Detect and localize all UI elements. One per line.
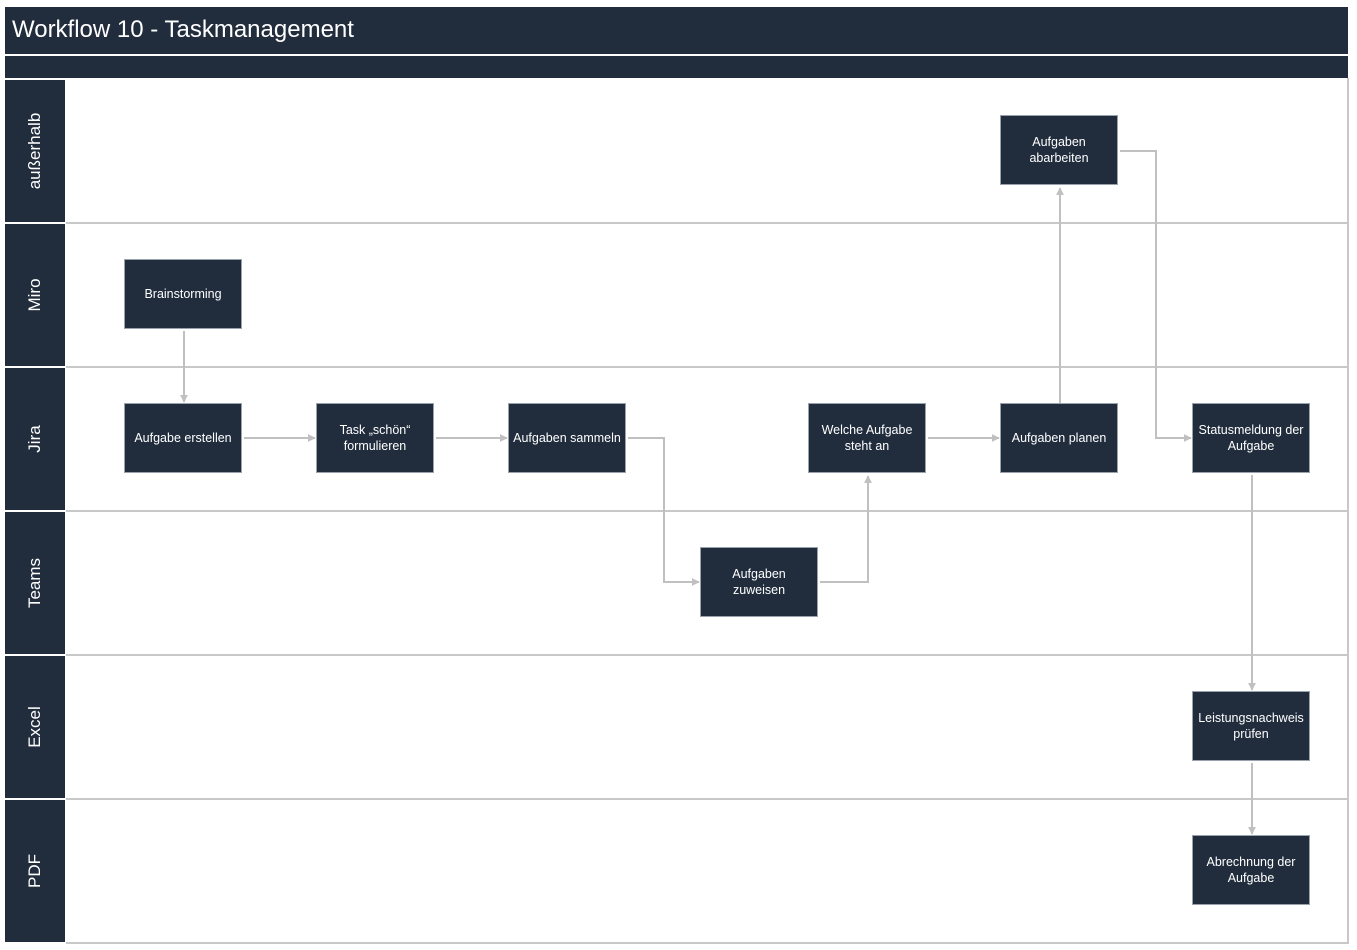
node-label: Leistungsnachweis prüfen (1198, 711, 1304, 741)
node-aufgaben-sammeln: Aufgaben sammeln (508, 403, 626, 473)
node-label: Aufgaben sammeln (513, 431, 621, 445)
node-statusmeldung-der-aufgabe: Statusmeldung der Aufgabe (1192, 403, 1310, 473)
header-sub-bar (5, 56, 1348, 78)
node-aufgabe-erstellen: Aufgabe erstellen (124, 403, 242, 473)
node-label: Aufgaben zuweisen (732, 567, 786, 597)
node-label: Aufgaben abarbeiten (1029, 135, 1089, 165)
node-label: Aufgabe erstellen (134, 431, 232, 445)
lane-divider (66, 798, 1348, 800)
lane-label-miro: Miro (5, 224, 65, 366)
node-brainstorming: Brainstorming (124, 259, 242, 329)
node-label: Brainstorming (144, 287, 222, 301)
node-label: Abrechnung der Aufgabe (1206, 855, 1296, 885)
lane-label-teams: Teams (5, 512, 65, 654)
node-abrechnung-der-aufgabe: Abrechnung der Aufgabe (1192, 835, 1310, 905)
node-label: Task „schön“ formulieren (339, 423, 411, 453)
node-label: Statusmeldung der Aufgabe (1198, 423, 1304, 453)
node-task-schoen-formulieren: Task „schön“ formulieren (316, 403, 434, 473)
node-aufgaben-abarbeiten: Aufgaben abarbeiten (1000, 115, 1118, 185)
diagram-title: Workflow 10 - Taskmanagement (12, 16, 354, 43)
connector-aufgaben-sammeln-to-aufgaben-zuweisen (628, 437, 700, 586)
lane-divider (66, 366, 1348, 368)
lane-divider (66, 942, 1348, 944)
lane-divider (66, 510, 1348, 512)
node-aufgaben-planen: Aufgaben planen (1000, 403, 1118, 473)
node-leistungsnachweis-pruefen: Leistungsnachweis prüfen (1192, 691, 1310, 761)
connector-aufgaben-zuweisen-to-welche-aufgabe (820, 475, 872, 583)
lane-label-pdf: PDF (5, 800, 65, 942)
lane-divider (66, 654, 1348, 656)
lane-divider (66, 222, 1348, 224)
node-welche-aufgabe-steht-an: Welche Aufgabe steht an (808, 403, 926, 473)
connector-aufgaben-abarbeiten-to-statusmeldung (1120, 150, 1192, 442)
lane-label-excel: Excel (5, 656, 65, 798)
node-aufgaben-zuweisen: Aufgaben zuweisen (700, 547, 818, 617)
lane-label-ausserhalb: außerhalb (5, 80, 65, 222)
node-label: Aufgaben planen (1011, 431, 1107, 445)
lane-label-jira: Jira (5, 368, 65, 510)
diagram-right-border (1347, 78, 1349, 944)
title-bar: Workflow 10 - Taskmanagement (5, 7, 1348, 54)
node-label: Welche Aufgabe steht an (821, 423, 913, 453)
